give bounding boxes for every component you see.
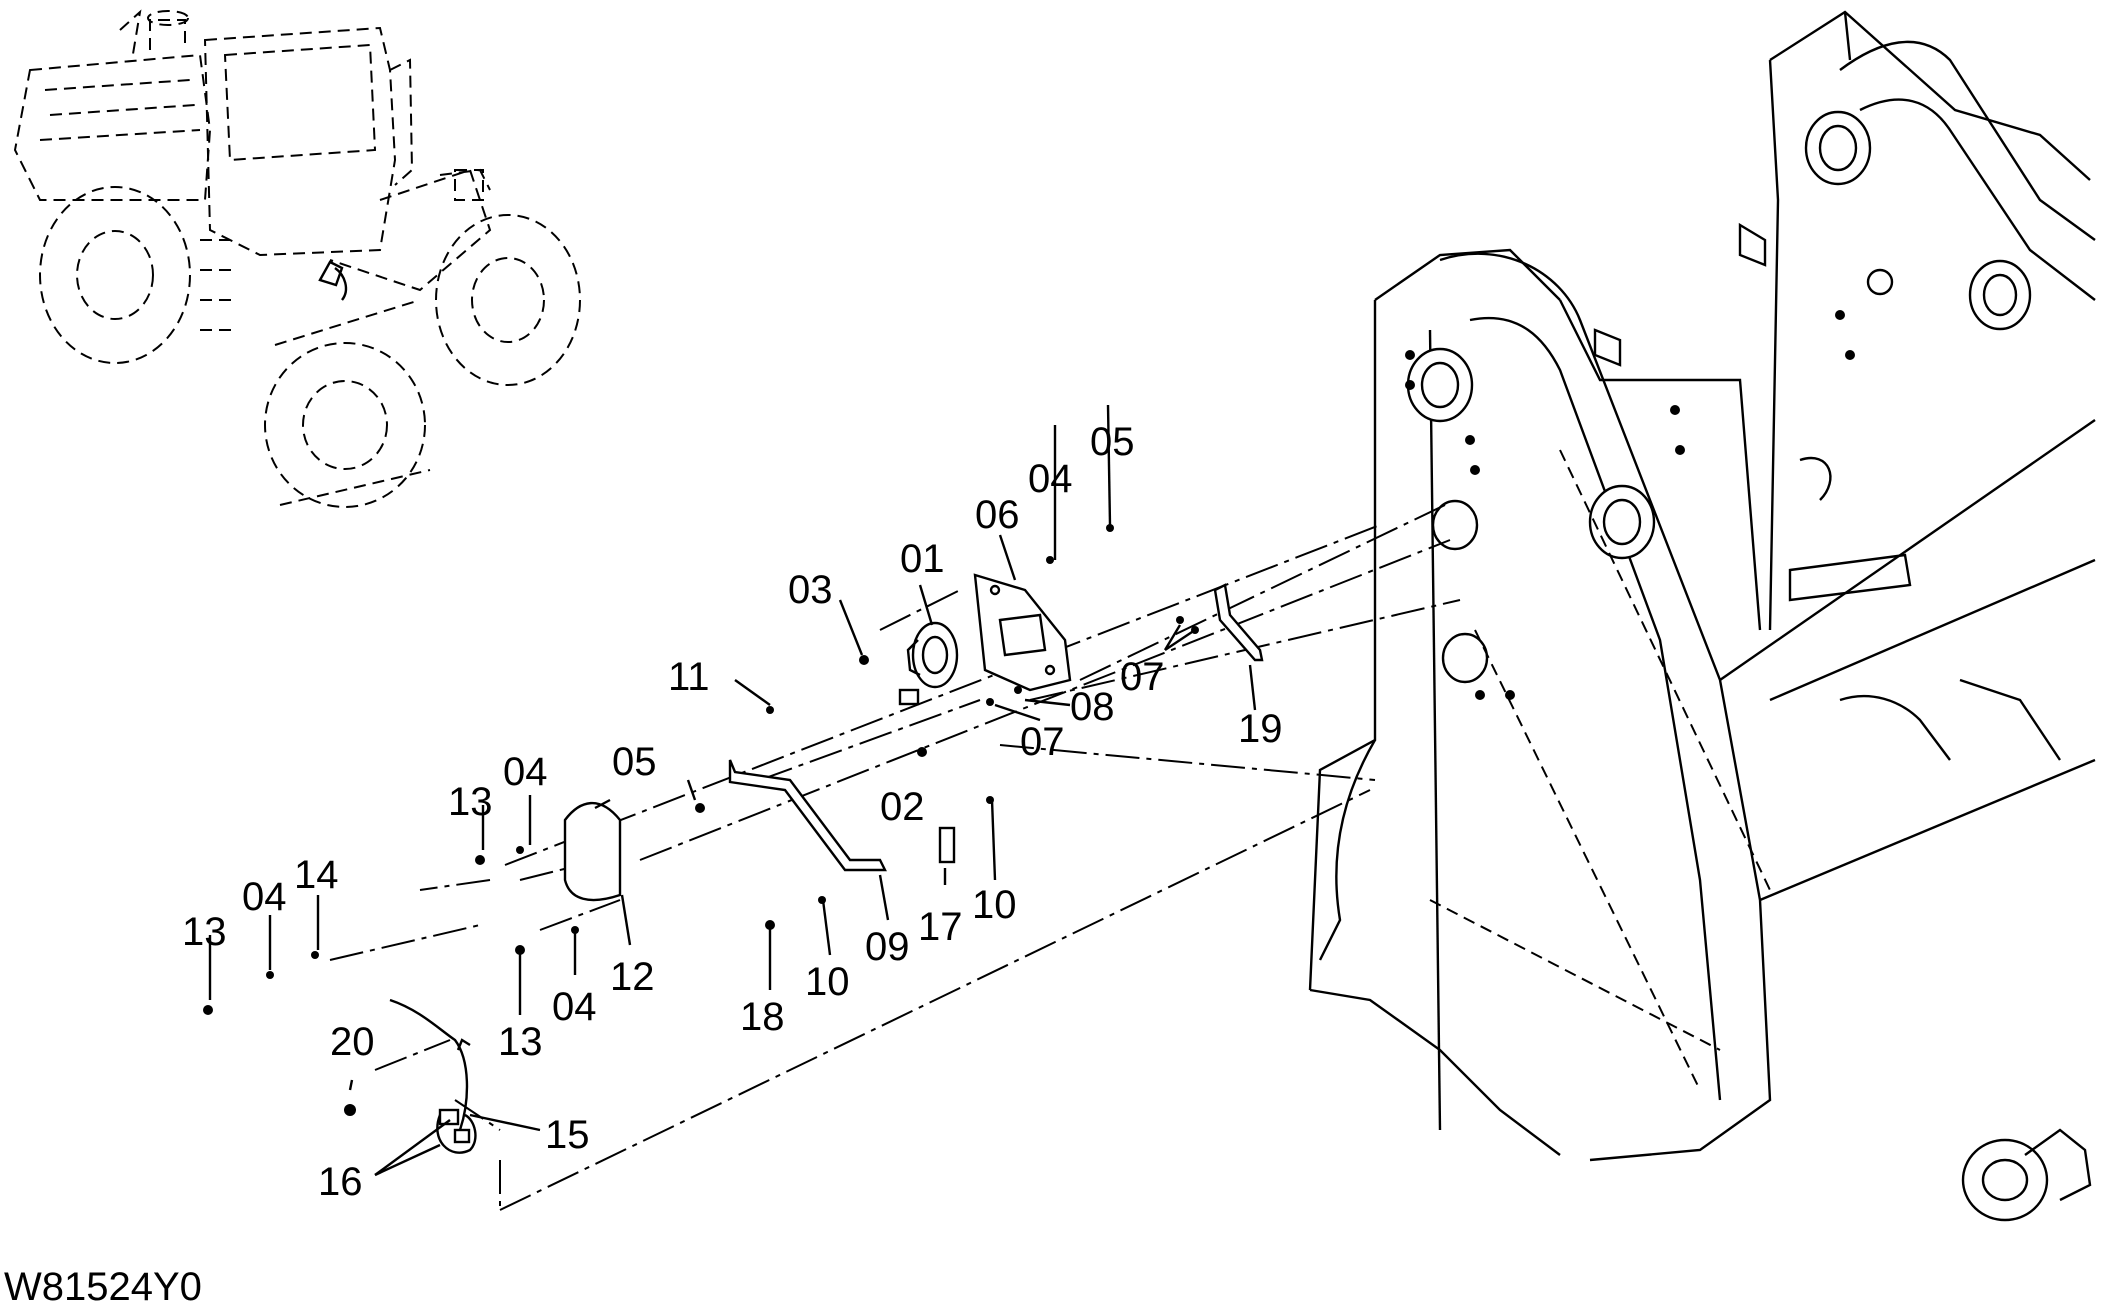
callout-04-left: 04 bbox=[503, 750, 548, 794]
callout-20: 20 bbox=[330, 1020, 375, 1064]
callout-01: 01 bbox=[900, 537, 945, 581]
callout-14: 14 bbox=[294, 853, 339, 897]
callout-19: 19 bbox=[1238, 707, 1283, 751]
callout-07-upper: 07 bbox=[1120, 655, 1165, 699]
callout-03: 03 bbox=[788, 568, 833, 612]
callout-04-bottom: 04 bbox=[552, 985, 597, 1029]
assembly-centerlines bbox=[329, 504, 1461, 1211]
callout-13-bottom: 13 bbox=[498, 1020, 543, 1064]
callout-11: 11 bbox=[668, 655, 710, 699]
callout-13-left: 13 bbox=[182, 910, 227, 954]
sensor-assembly-01 bbox=[898, 621, 959, 706]
bracket-19 bbox=[1213, 583, 1264, 662]
callout-10-left: 10 bbox=[805, 960, 850, 1004]
bracket-09 bbox=[728, 759, 887, 872]
callout-02: 02 bbox=[880, 785, 925, 829]
callout-18: 18 bbox=[740, 995, 785, 1039]
callout-05-mid: 05 bbox=[612, 740, 657, 784]
harness-15 bbox=[389, 998, 477, 1154]
loader-front-frame bbox=[1308, 10, 2096, 1222]
callout-08: 08 bbox=[1070, 685, 1115, 729]
callout-04-top: 04 bbox=[1028, 457, 1073, 501]
fasteners bbox=[203, 524, 1199, 1116]
cover-12 bbox=[563, 798, 622, 902]
callout-15: 15 bbox=[545, 1113, 590, 1157]
callout-07-lower: 07 bbox=[1020, 720, 1065, 764]
callout-09: 09 bbox=[865, 925, 910, 969]
callout-10-right: 10 bbox=[972, 883, 1017, 927]
drawing-code: W81524Y0 bbox=[4, 1265, 202, 1309]
callout-labels: 01 02 03 04 05 06 11 05 07 08 07 19 13 0… bbox=[182, 420, 1283, 1204]
callout-12: 12 bbox=[610, 955, 655, 999]
mounting-plate-06 bbox=[973, 573, 1072, 692]
callout-16: 16 bbox=[318, 1160, 363, 1204]
loader-overview-thumbnail bbox=[13, 9, 581, 508]
callout-17: 17 bbox=[918, 905, 963, 949]
callout-13-top: 13 bbox=[448, 780, 493, 824]
callout-leaders bbox=[208, 404, 1257, 1177]
callout-05-top: 05 bbox=[1090, 420, 1135, 464]
callout-04-far-left: 04 bbox=[242, 875, 287, 919]
callout-06: 06 bbox=[975, 493, 1020, 537]
